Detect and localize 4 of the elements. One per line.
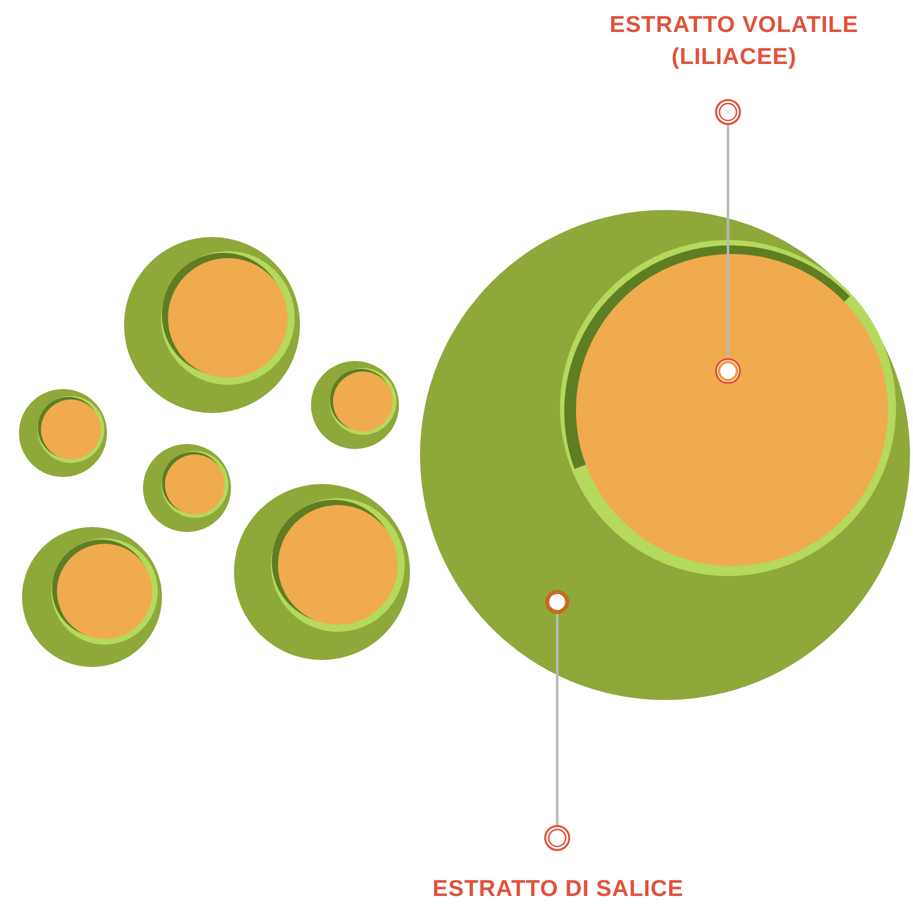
- leader-line: [714, 99, 742, 384]
- callout-label: ESTRATTO DI SALICE: [400, 872, 716, 906]
- callout-label: ESTRATTO VOLATILE (LILIACEE): [560, 8, 908, 78]
- leader-line: [544, 590, 570, 851]
